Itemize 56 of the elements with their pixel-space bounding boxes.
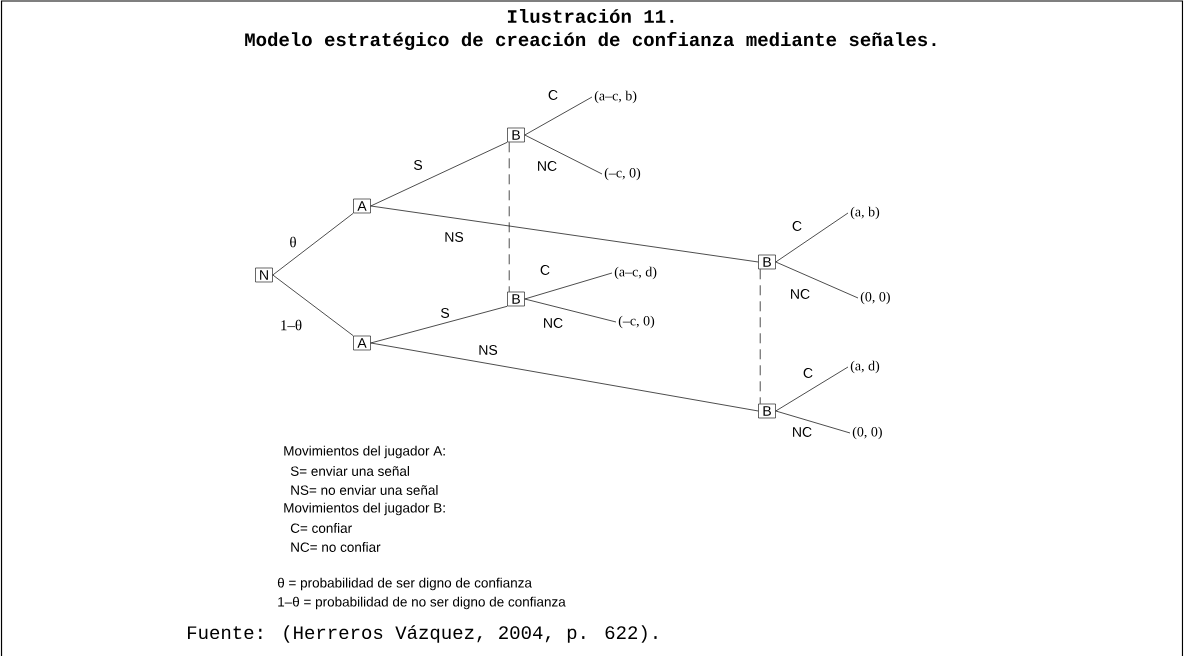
edge-label: S	[412, 159, 424, 171]
payoff: (0, 0)	[852, 426, 882, 440]
note-text: θ = probabilidad de ser digno de confianza	[277, 577, 532, 591]
note-text: S= enviar una señal	[290, 466, 409, 476]
edge-label: NS	[443, 231, 465, 243]
edge-label: NS	[477, 344, 499, 356]
note-text: NC= no confiar	[291, 542, 381, 552]
edge-label: NC	[790, 426, 814, 438]
note-text: NS= no enviar una señal	[291, 485, 438, 495]
branch-line	[370, 205, 759, 263]
branch-line	[775, 212, 849, 263]
edge-label: NC	[535, 160, 559, 172]
payoff: (a, d)	[850, 360, 880, 374]
edge-label: C	[546, 89, 560, 101]
payoff: (0, 0)	[860, 291, 890, 305]
branch-line	[524, 96, 593, 136]
edge-label: C	[538, 264, 552, 276]
player-box: B	[758, 254, 776, 270]
branch-line	[272, 212, 354, 276]
player-box: N	[255, 267, 273, 283]
branch-line	[524, 298, 617, 323]
edge-label: C	[801, 367, 815, 379]
edge-label: 1–θ	[278, 318, 304, 332]
payoff: (a–c, d)	[614, 266, 657, 280]
edge-label: NC	[788, 288, 812, 300]
information-set-line	[508, 141, 510, 293]
player-box: B	[758, 403, 776, 419]
note-text: 1–θ = probabilidad de no ser digno de confianza	[278, 596, 566, 610]
payoff: (–c, 0)	[604, 167, 641, 181]
edge-label: NC	[541, 317, 565, 329]
player-box: B	[507, 127, 525, 143]
branch-line	[775, 410, 851, 434]
player-box: A	[353, 198, 371, 214]
edge-label: S	[439, 307, 451, 319]
payoff: (a, b)	[850, 206, 880, 220]
branch-line	[370, 305, 508, 344]
branch-line	[370, 141, 508, 207]
payoff: (a–c, b)	[594, 90, 637, 104]
payoff: (–c, 0)	[618, 315, 655, 329]
edge-label: θ	[288, 235, 298, 249]
note-text: Movimientos del jugador B:	[284, 502, 445, 516]
branch-line	[775, 366, 849, 412]
title: Ilustración 11.	[507, 9, 674, 23]
title: Modelo estratégico de creación de confianza mediante señales.	[245, 31, 936, 51]
branch-line	[370, 342, 759, 412]
source-note: Fuente: (Herreros Vázquez, 2004, p. 622).	[188, 625, 657, 643]
note-text: C= confiar	[290, 523, 352, 533]
branch-line	[775, 261, 859, 299]
branch-line	[524, 134, 603, 175]
branch-line	[524, 272, 613, 300]
edge-label: C	[790, 220, 804, 232]
player-box: A	[353, 335, 371, 351]
branch-line	[272, 274, 354, 337]
note-text: Movimientos del jugador A:	[284, 445, 445, 459]
information-set-line	[759, 268, 761, 405]
player-box: B	[507, 291, 525, 307]
